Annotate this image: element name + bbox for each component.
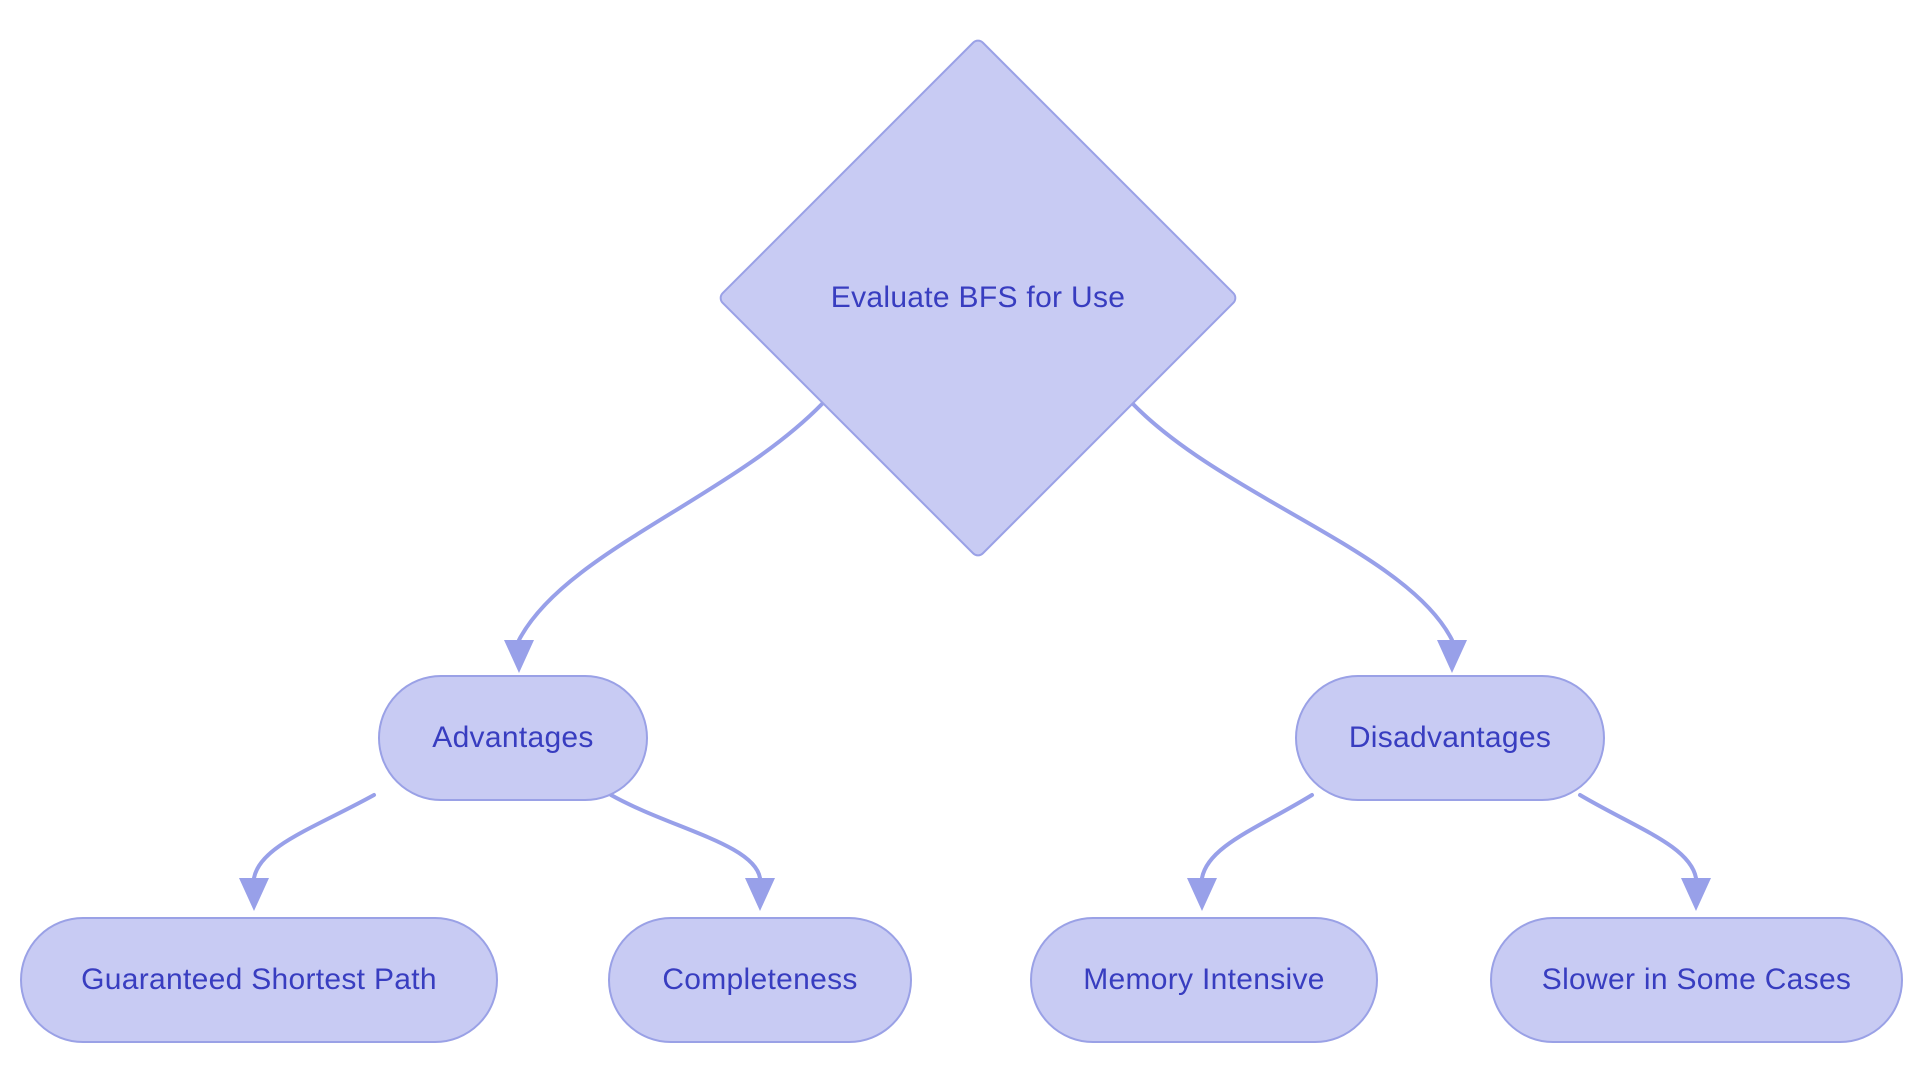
node-evaluate-bfs: Evaluate BFS for Use (716, 35, 1240, 560)
node-disadvantages: Disadvantages (1295, 675, 1605, 801)
arrowhead-down-icon (745, 878, 775, 911)
arrowhead-down-icon (1187, 878, 1217, 911)
node-label: Advantages (432, 721, 594, 754)
edge-line (1200, 793, 1314, 880)
edge-line (1131, 402, 1454, 642)
arrowhead-down-icon (1681, 878, 1711, 911)
edge-root-to-disadvantages (1131, 402, 1467, 673)
node-label: Memory Intensive (1083, 963, 1325, 996)
node-slower-in-some-cases: Slower in Some Cases (1490, 917, 1903, 1043)
edge-disadvantages-to-slower (1578, 793, 1711, 911)
arrowhead-down-icon (239, 878, 269, 911)
arrowhead-down-icon (1437, 640, 1467, 673)
arrowhead-down-icon (504, 640, 534, 673)
node-label: Guaranteed Shortest Path (81, 963, 437, 996)
edge-advantages-to-completeness (609, 793, 775, 911)
node-label: Disadvantages (1348, 721, 1552, 754)
node-label: Slower in Some Cases (1541, 963, 1852, 996)
node-label: Evaluate BFS for Use (830, 280, 1126, 314)
node-label: Completeness (662, 963, 858, 996)
edge-line (1578, 793, 1698, 880)
edge-advantages-to-guaranteed (239, 793, 376, 911)
node-memory-intensive: Memory Intensive (1030, 917, 1378, 1043)
edge-line (609, 793, 762, 880)
edge-disadvantages-to-memory (1187, 793, 1314, 911)
edge-line (517, 402, 824, 642)
edge-line (252, 793, 376, 880)
node-guaranteed-shortest-path: Guaranteed Shortest Path (20, 917, 498, 1043)
edge-root-to-advantages (504, 402, 824, 673)
node-completeness: Completeness (608, 917, 912, 1043)
node-advantages: Advantages (378, 675, 648, 801)
